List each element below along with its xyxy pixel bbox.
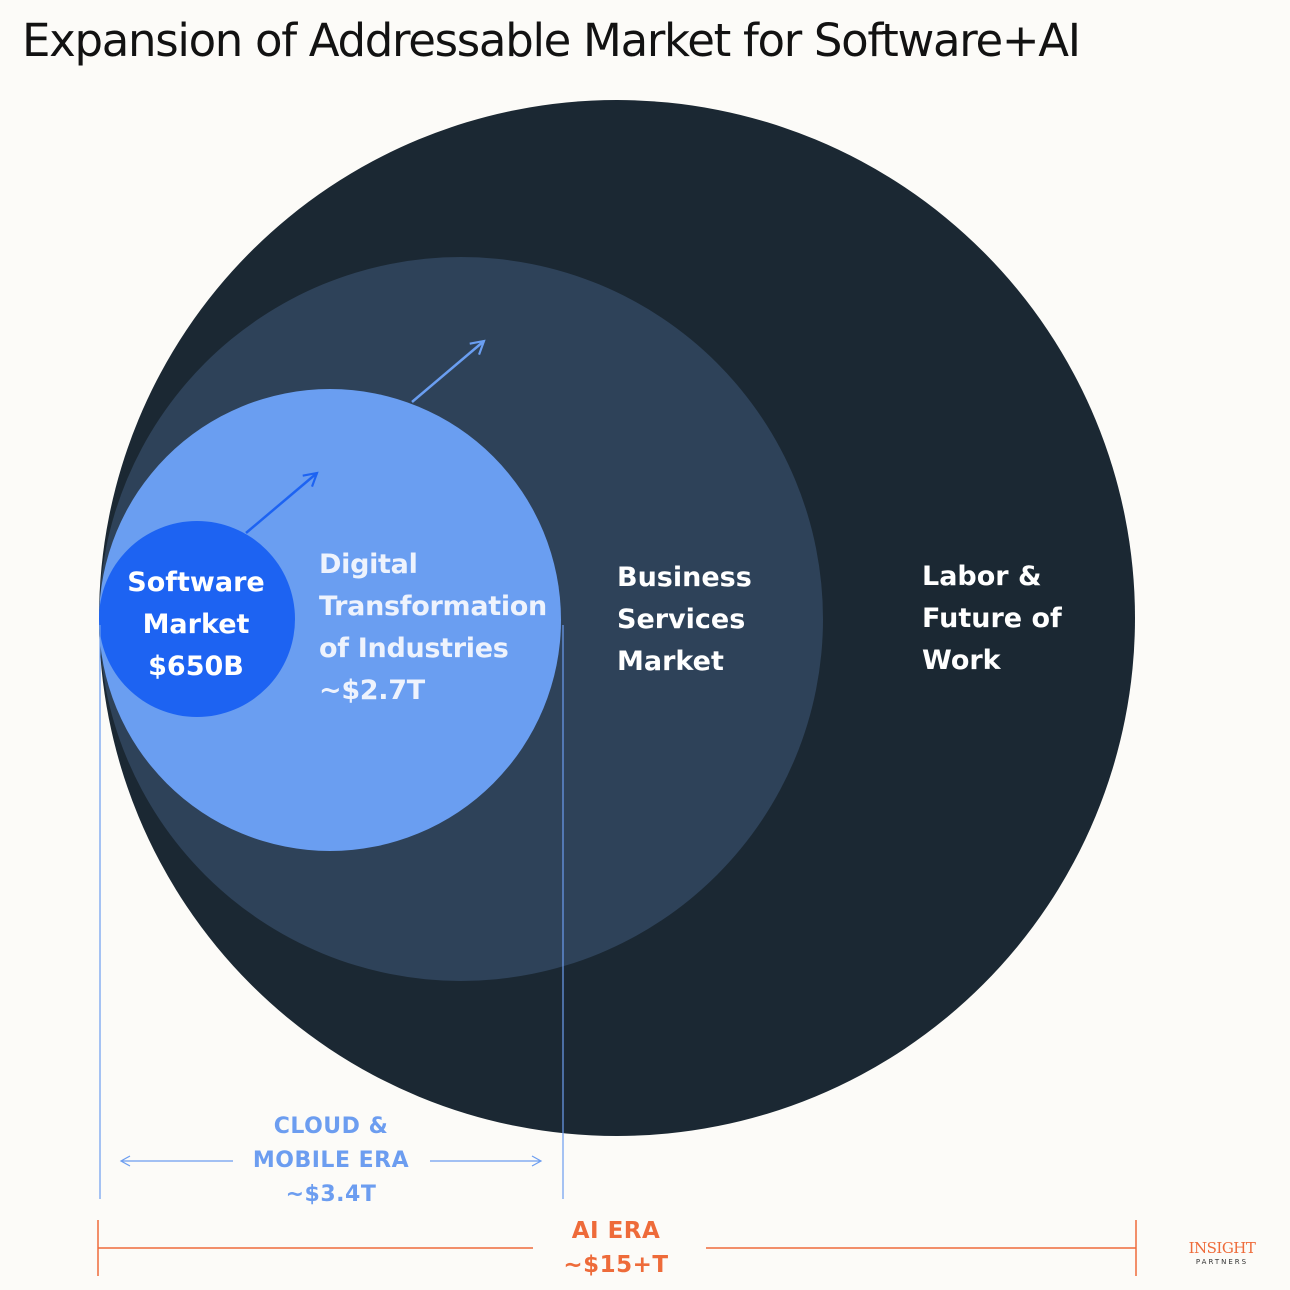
digital-transformation-label: Digital Transformation of Industries ~$2…: [319, 544, 547, 712]
software-market-value: $650B: [148, 651, 244, 682]
digital-label-line: Digital: [319, 549, 418, 580]
diagram-title: Expansion of Addressable Market for Soft…: [22, 14, 1081, 67]
insight-partners-logo: INSIGHT PARTNERS: [1176, 1240, 1268, 1268]
cloud-label-line: MOBILE ERA: [252, 1148, 410, 1173]
business-services-label: Business Services Market: [617, 557, 752, 683]
cloud-label-line: CLOUD &: [273, 1114, 389, 1139]
digital-transformation-value: ~$2.7T: [319, 675, 425, 706]
business-label-line: Business: [617, 562, 752, 593]
software-circle: [99, 521, 295, 717]
business-label-line: Market: [617, 646, 724, 677]
ai-era-label: AI ERA ~$15+T: [516, 1214, 716, 1282]
software-expansion-arrow: [245, 471, 319, 534]
logo-wordmark: INSIGHT: [1188, 1239, 1256, 1257]
labor-label-line: Labor &: [922, 561, 1042, 592]
software-label-line: Software: [127, 567, 265, 598]
cloud-mobile-era-label: CLOUD & MOBILE ERA ~$3.4T: [231, 1110, 431, 1212]
cloud-era-value: ~$3.4T: [285, 1182, 377, 1207]
digital-expansion-arrow: [411, 339, 486, 403]
ai-era-value: ~$15+T: [563, 1252, 669, 1278]
digital-label-line: of Industries: [319, 633, 509, 664]
digital-label-line: Transformation: [319, 591, 547, 622]
labor-label-line: Work: [922, 645, 1001, 676]
labor-future-of-work-label: Labor & Future of Work: [922, 556, 1062, 682]
ai-label-line: AI ERA: [571, 1218, 661, 1244]
software-market-label: Software Market $650B: [98, 562, 294, 688]
business-label-line: Services: [617, 604, 746, 635]
ai-bracket: [97, 1220, 1137, 1276]
labor-label-line: Future of: [922, 603, 1062, 634]
digital-circle: [99, 389, 561, 851]
logo-subtitle: PARTNERS: [1195, 1258, 1249, 1266]
software-label-line: Market: [142, 609, 250, 640]
cloud-bracket: [119, 1155, 543, 1167]
